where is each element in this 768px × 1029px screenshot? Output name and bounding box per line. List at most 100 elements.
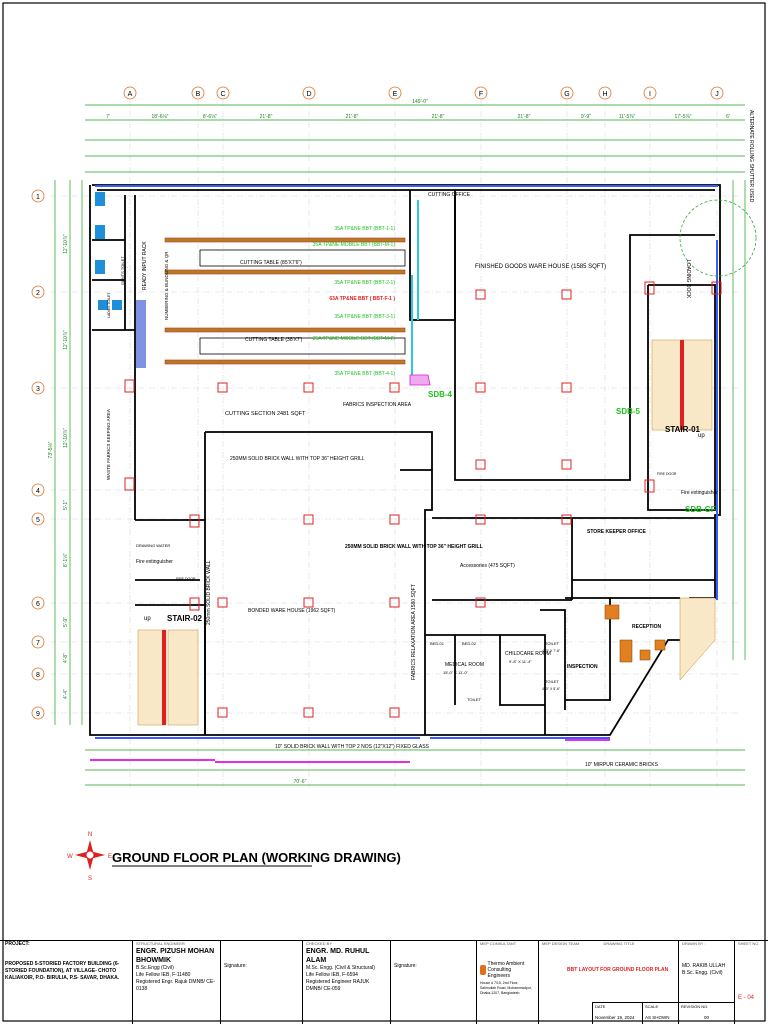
grid-col-e: E <box>393 91 398 98</box>
label-loading-dock: LOADING DOCK <box>685 260 691 299</box>
grid-col-d: D <box>306 91 311 98</box>
compass-labels: N S E W <box>67 832 112 882</box>
label-fire-door-1: FIRE DOOR <box>176 577 196 581</box>
design-team-cell: MEP DESIGN TEAM <box>538 940 614 1024</box>
label-gents-toilet: GENTS TOILET <box>120 256 125 285</box>
label-childcare: CHILDCARE ROOM <box>505 651 551 657</box>
scale-value: AS SHOWN <box>645 1015 670 1020</box>
label-reception: RECEPTION <box>632 624 662 630</box>
label-toilet-1-size: 4'-0" X 7'-6" <box>542 649 561 653</box>
dim-left-bay: 12'-10⅞" <box>63 330 69 350</box>
label-toilet-2: TOILET <box>545 679 559 684</box>
grid-row-2: 2 <box>36 290 40 297</box>
structural-life-fellow: Life Fellow IEB, F-11480 <box>136 972 191 978</box>
label-inspection: INSPECTION <box>567 664 598 670</box>
grid-row-7: 7 <box>36 640 40 647</box>
compass-rose-icon <box>75 840 105 870</box>
firm-address: House # 7/15, 2nd Floor, Salimullah Road… <box>480 981 532 995</box>
grid-col-c: C <box>220 91 225 98</box>
date-cell: DATE November 19, 2024 <box>592 1002 642 1024</box>
drawn-by-cell: DRAWN BY : MD. RAKIB ULLAH B.Sc. Engg. (… <box>678 940 734 1024</box>
label-accessories: Accessories (475 SQFT) <box>460 563 515 569</box>
label-toilet-3: TOILET <box>467 697 481 702</box>
scale-header: SCALE <box>645 1004 659 1009</box>
signature-cell-1: Signature: <box>220 940 302 1024</box>
label-finished-goods: FINISHED GOODS WARE HOUSE (1585 SQFT) <box>475 264 606 270</box>
dim-overall-top: 149'-0" <box>412 99 428 105</box>
left-dimension-texts: 73'-5⅛" 12'-10⅞" 12'-10⅞" 12'-10⅞" 5'-1"… <box>48 234 69 699</box>
label-cutting-table-1: CUTTING TABLE (85'X7'6") <box>240 260 302 266</box>
label-fire-ext-1: Fire extinguisher <box>136 559 173 565</box>
label-medical-room: MEDICAL ROOM <box>445 662 484 668</box>
checked-dmnb: DMNB/ CE-059 <box>306 986 341 992</box>
sdb-label: SDB-GF <box>685 505 716 514</box>
drawn-name: MD. RAKIB ULLAH <box>682 963 726 969</box>
dim-left-bay: 12'-10⅞" <box>63 428 69 448</box>
grid-col-j: J <box>715 91 719 98</box>
dim-bay: 11'-5⅞" <box>619 114 636 120</box>
cutting-tables <box>136 237 406 368</box>
colored-edge-lines <box>90 185 718 763</box>
label-stair-02: STAIR-02 <box>167 614 203 623</box>
row-bubble-labels: 1 2 3 4 5 6 7 8 9 <box>36 194 40 718</box>
busbar-label: 35A TP&NE MOBILE BBT (BBT-M-1) <box>313 242 396 248</box>
date-header: DATE <box>595 1004 606 1009</box>
dim-left-bay: 5'-1" <box>63 500 69 510</box>
room-labels: CUTTING OFFICE FINISHED GOODS WARE HOUSE… <box>106 110 754 768</box>
dim-bay: 6' <box>726 114 730 120</box>
grid-row-4: 4 <box>36 488 40 495</box>
compass-w: W <box>67 854 73 860</box>
label-waste-area: WASTE FABRICS KEEPING AREA <box>106 409 111 480</box>
right-dimension-lines <box>732 180 746 660</box>
sheet-no-cell: SHEET NO. E - 04 <box>734 940 768 1024</box>
label-fabrics-relaxation: FABRICS RELAXATION AREA 1580 SQFT <box>411 584 417 680</box>
label-up-1: up <box>698 433 705 439</box>
signature-label-2: Signature: <box>394 963 417 969</box>
design-team-header: MEP DESIGN TEAM <box>542 941 580 946</box>
label-toilet-2-size: 4'-0" X 5'-6" <box>542 687 561 691</box>
sheet-header: SHEET NO. <box>738 941 760 946</box>
revision-header: REVISION NO. <box>681 1004 709 1009</box>
grid-col-a: A <box>128 91 133 98</box>
label-up-2: up <box>144 616 151 622</box>
label-rolling-shutter: ALTERNATE ROLLING SHUTTER USED <box>748 110 754 203</box>
grid-row-6: 6 <box>36 601 40 608</box>
mep-header: MEP CONSULTANT <box>480 941 517 946</box>
busbar-label: 35A TP&NE BBT (BBT-4-1) <box>334 371 395 377</box>
dim-bay: 21'-8" <box>346 114 359 120</box>
project-text: PROPOSED 5-STORIED FACTORY BUILDING (6-S… <box>5 961 120 981</box>
label-childcare-size: 9'-8" X 11'-4" <box>509 659 532 664</box>
dim-bay: 8'-6⅛" <box>203 114 217 120</box>
drawing-title-text: BBT LAYOUT FOR GROUND FLOOR PLAN <box>567 967 669 973</box>
dim-bay: 9'-9" <box>581 114 591 120</box>
signature-cell-2: Signature: <box>390 940 476 1024</box>
dim-bay: 21'-8" <box>518 114 531 120</box>
scale-cell: SCALE AS SHOWN <box>642 1002 678 1024</box>
label-medical-size: 15'-0" X 11'-0" <box>443 670 469 675</box>
dim-left-bay: 4'-4" <box>63 689 69 699</box>
structural-registration: Registered Engr. Rajuk DMNB/ CE-0138 <box>136 979 215 992</box>
title-block: PROJECT: PROPOSED 5-STORIED FACTORY BUIL… <box>0 940 768 1024</box>
label-bed-01: BED-01 <box>430 641 445 646</box>
dim-left-overall: 73'-5⅛" <box>48 441 54 458</box>
busbar-label: 35A TP&NE BBT (BBT-1-1) <box>334 226 395 232</box>
dim-bay: 7' <box>106 114 110 120</box>
structural-columns <box>124 281 722 718</box>
structural-engineer-cell: STRUCTURAL ENGINEER ENGR. PIZUSH MOHAN B… <box>132 940 220 1024</box>
exterior-stair <box>679 597 716 681</box>
mep-consultant-cell: MEP CONSULTANT Thermo Ambient Consulting… <box>476 940 538 1024</box>
reception-furniture <box>604 604 666 663</box>
grid-col-i: I <box>649 91 651 98</box>
structural-name: ENGR. PIZUSH MOHAN BHOWMIK <box>136 948 215 964</box>
label-cutting-table-2: CUTTING TABLE (38'X7') <box>245 337 303 343</box>
revision-value: 00 <box>703 1015 709 1020</box>
firm-name: Thermo Ambient Consulting Engineers <box>487 961 525 979</box>
bottom-dimension-lines <box>85 749 745 786</box>
grid-col-b: B <box>196 91 201 98</box>
checked-life-fellow: Life Fellow IEB, F-6594 <box>306 972 358 978</box>
checked-name: ENGR. MD. RUHUL ALAM <box>306 948 370 964</box>
label-store-keeper: STORE KEEPER OFFICE <box>587 529 646 535</box>
